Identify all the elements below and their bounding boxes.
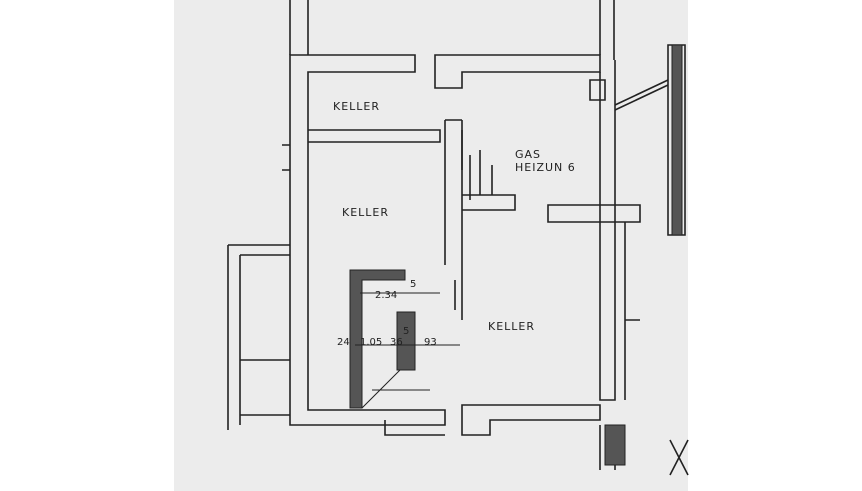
room-label-keller-right: KELLER [488, 320, 535, 333]
dimension-93: 93 [424, 337, 437, 348]
dimension-24: 24 [337, 337, 350, 348]
dimension-5-mid: 5 [403, 326, 409, 337]
dimension-36: 36 [390, 337, 403, 348]
room-label-heizung: HEIZUN 6 [515, 161, 576, 174]
walls [227, 0, 689, 476]
dimension-lines [355, 292, 460, 409]
dimension-5-top: 5 [410, 279, 416, 290]
stair-and-chimney [349, 44, 683, 466]
room-label-keller-top: KELLER [333, 100, 380, 113]
dimension-1-05: 1.05 [360, 337, 382, 348]
room-label-keller-left: KELLER [342, 206, 389, 219]
dimension-2-34: 2.34 [375, 290, 397, 301]
room-label-gas: GAS [515, 148, 541, 161]
